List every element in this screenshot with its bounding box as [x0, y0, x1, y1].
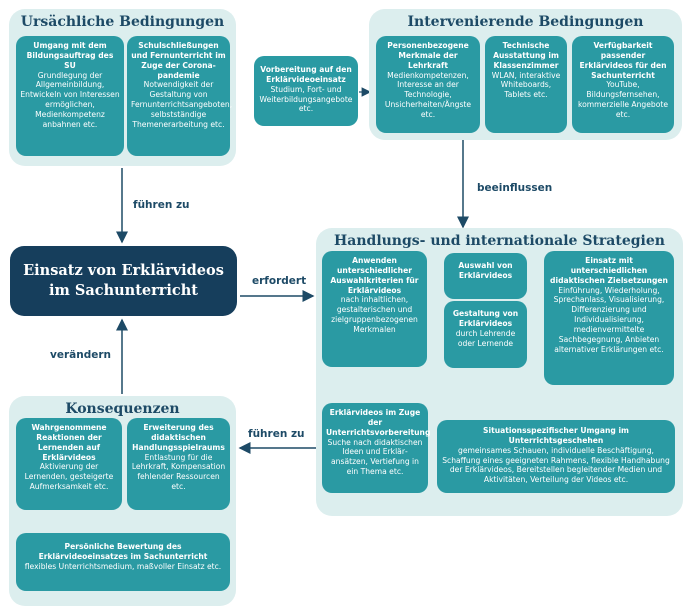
box-title: Persönliche Bewertung des Erklärvideoein…: [38, 542, 208, 561]
box-title: Einsatz mit unterschiedlichen didaktisch…: [550, 256, 668, 285]
box-personenbezogene-merkmale: Personenbezogene Merkmale der Lehrkraft …: [376, 36, 480, 133]
box-title: Vorbereitung auf den Erklärvideoeinsatz: [260, 65, 352, 84]
box-verfuegbarkeit: Verfügbarkeit passender Erklärvideos für…: [572, 36, 674, 133]
box-wahrgenommene-reaktionen: Wahrgenommene Reaktionen der Lernenden a…: [16, 418, 122, 510]
label-fuehren-zu-bottom: führen zu: [248, 428, 305, 440]
panel-ursaechliche-bedingungen: Ursächliche Bedingungen Umgang mit dem B…: [9, 9, 236, 166]
box-desc: Notwendigkeit der Gestaltung von Fernunt…: [131, 80, 233, 129]
box-title: Gestaltung von Erklärvideos: [452, 309, 519, 328]
label-veraendern: verändern: [50, 349, 111, 361]
central-line-1: Einsatz von Erklärvideos: [23, 261, 224, 279]
panel-title-strategien: Handlungs- und internationale Strategien: [334, 233, 665, 249]
label-erfordert: erfordert: [252, 275, 307, 287]
box-anwenden-auswahlkriterien: Anwenden unterschiedlicher Auswahlkriter…: [322, 251, 427, 367]
box-title: Anwenden unterschiedlicher Auswahlkriter…: [330, 256, 419, 295]
box-desc: YouTube, Bildungsfernsehen, kommerzielle…: [577, 80, 669, 120]
box-title: Erklärvideos im Zuge der Unterrichtsvorb…: [326, 408, 431, 437]
box-desc: WLAN, interaktive Whiteboards, Tablets e…: [491, 70, 561, 100]
box-schulschliessungen: Schulschließungen und Fernunterricht im …: [127, 36, 233, 156]
panel-title-intervenierend: Intervenierende Bedingungen: [407, 14, 644, 30]
box-bildungsauftrag: Umgang mit dem Bildungsauftrag des SU Gr…: [16, 36, 124, 156]
box-persoenliche-bewertung: Persönliche Bewertung des Erklärvideoein…: [16, 533, 230, 591]
central-line-2: im Sachunterricht: [48, 282, 198, 299]
box-title: Wahrgenommene Reaktionen der Lernenden a…: [31, 423, 107, 462]
panel-intervenierende-bedingungen: Intervenierende Bedingungen Personenbezo…: [369, 9, 682, 140]
box-desc: Grundlegung der Allgemeinbildung, Entwic…: [20, 70, 120, 129]
box-title: Auswahl von Erklärvideos: [458, 261, 513, 280]
box-desc: Einführung, Wiederholung, Sprechanlass, …: [553, 285, 665, 354]
box-desc: nach inhaltlichen, gestalterischen und z…: [331, 295, 418, 335]
box-vorbereitung: Vorbereitung auf den Erklärvideoeinsatz …: [254, 56, 358, 126]
box-technische-ausstattung: Technische Ausstattung im Klassenzimmer …: [485, 36, 567, 133]
panel-strategien: Handlungs- und internationale Strategien…: [316, 228, 683, 516]
box-desc: Entlastung für die Lehrkraft, Kompensati…: [131, 452, 226, 492]
label-fuehren-zu-top: führen zu: [133, 199, 190, 211]
box-desc: flexibles Unterrichtsmedium, maßvoller E…: [24, 561, 222, 571]
box-desc: Aktivierung der Lernenden, gesteigerte A…: [24, 462, 114, 492]
panel-konsequenzen: Konsequenzen Wahrgenommene Reaktionen de…: [9, 396, 236, 606]
panel-title-konsequenzen: Konsequenzen: [65, 401, 180, 417]
box-desc: Suche nach didaktischen Ideen und Erklär…: [327, 437, 423, 477]
label-beeinflussen: beeinflussen: [477, 182, 553, 194]
box-title: Umgang mit dem Bildungsauftrag des SU: [26, 41, 114, 70]
box-desc: Medienkompetenzen, Interesse an der Tech…: [384, 70, 472, 120]
box-title: Technische Ausstattung im Klassenzimmer: [493, 41, 559, 70]
box-gestaltung: Gestaltung von Erklärvideos durch Lehren…: [444, 301, 527, 368]
box-desc: durch Lehrende oder Lernende: [455, 328, 516, 348]
box-desc: Studium, Fort- und Weiterbildungsangebot…: [259, 84, 353, 114]
box-situationsspezifischer-umgang: Situationsspezifischer Umgang im Unterri…: [437, 420, 675, 493]
central-einsatz-erklaervideos: Einsatz von Erklärvideos im Sachunterric…: [10, 246, 237, 316]
box-einsatz-zielsetzungen: Einsatz mit unterschiedlichen didaktisch…: [544, 251, 674, 385]
box-title: Erweiterung des didaktischen Handlungssp…: [132, 423, 225, 452]
box-erweiterung-handlungsspielraum: Erweiterung des didaktischen Handlungssp…: [127, 418, 230, 510]
box-unterrichtsvorbereitung: Erklärvideos im Zuge der Unterrichtsvorb…: [322, 403, 431, 493]
box-title: Personenbezogene Merkmale der Lehrkraft: [387, 41, 469, 70]
box-title: Verfügbarkeit passender Erklärvideos für…: [579, 41, 667, 80]
box-title: Schulschließungen und Fernunterricht im …: [131, 41, 226, 80]
box-desc: gemeinsames Schauen, individuelle Beschä…: [442, 445, 670, 485]
box-title: Situationsspezifischer Umgang im Unterri…: [483, 426, 629, 445]
box-auswahl: Auswahl von Erklärvideos: [444, 253, 527, 299]
panel-title-ursaechlich: Ursächliche Bedingungen: [20, 14, 225, 30]
